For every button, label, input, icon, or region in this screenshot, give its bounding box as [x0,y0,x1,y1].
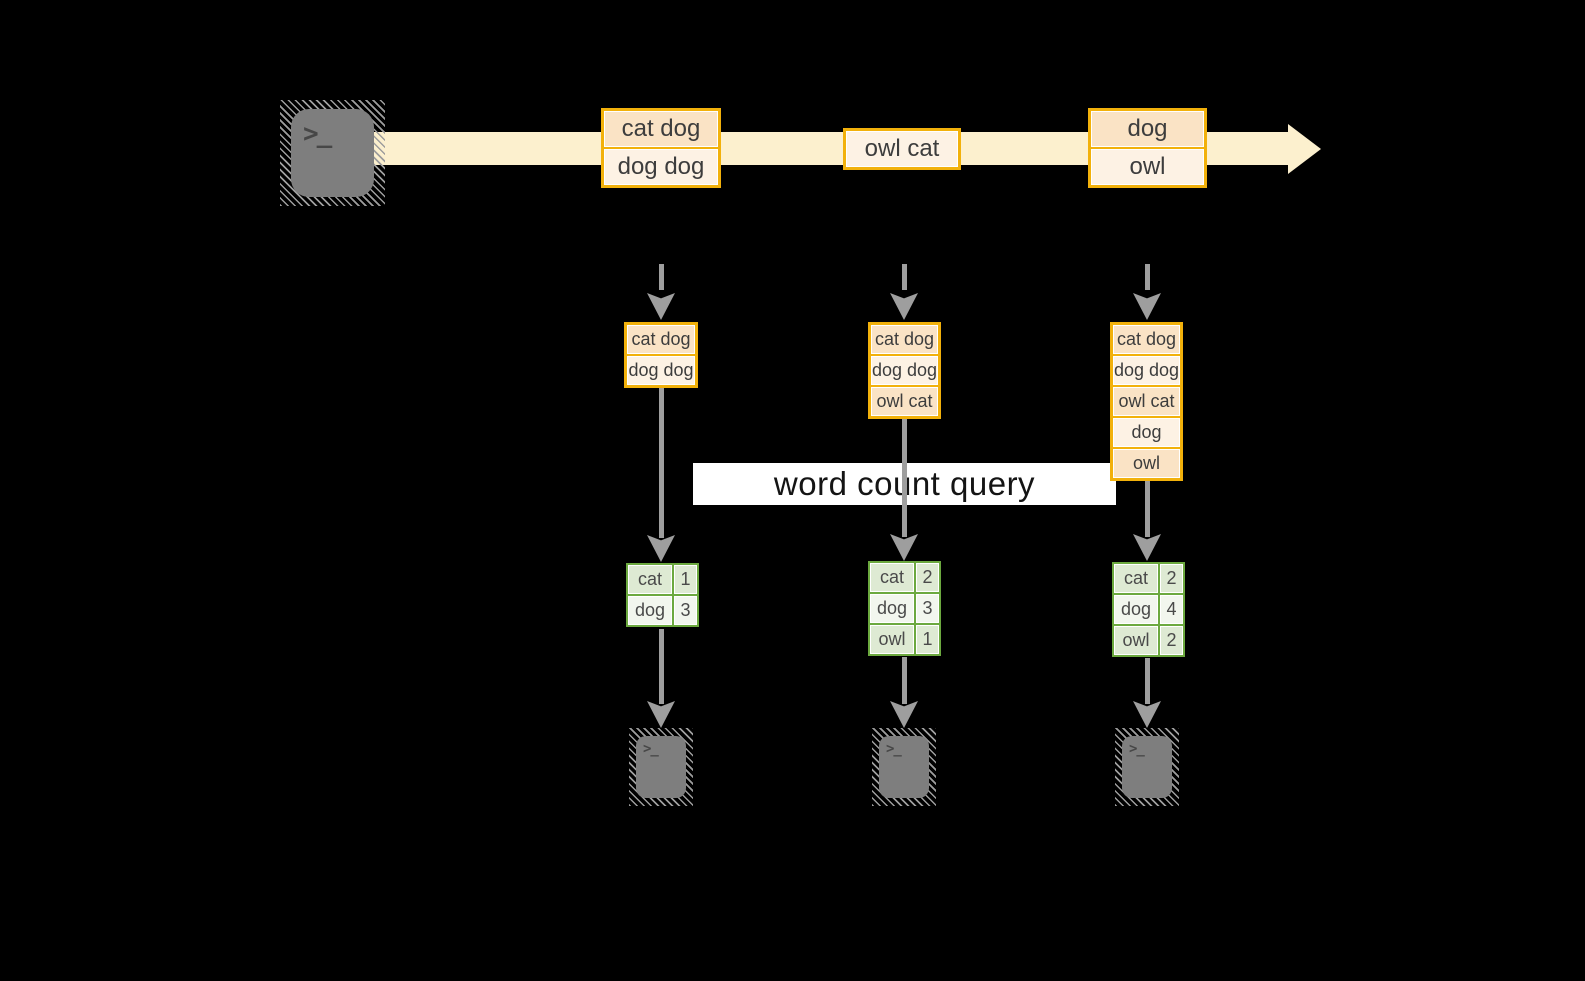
terminal-body: >_ [879,736,929,798]
record: cat dog [604,111,718,147]
arrow-dash [1144,264,1150,290]
count-word: cat [628,565,672,594]
count-value: 3 [674,596,697,625]
stream-batch-1: cat dog dog dog [601,108,721,188]
terminal-prompt-icon: >_ [303,119,332,149]
count-word: dog [870,594,914,623]
terminal-body: >_ [291,109,374,197]
record: owl [1091,149,1204,185]
arrow-dash [901,264,907,290]
terminal-body: >_ [636,736,686,798]
arrow-line [1144,658,1150,704]
stream-batch-2: owl cat [843,128,961,170]
arrow-dash [658,264,664,290]
count-value: 2 [916,563,939,592]
arrow-head [1133,534,1161,561]
dashed-arrow-down-icon [647,258,675,320]
count-word: dog [1114,595,1158,624]
arrow-line [901,416,907,537]
buffered-records-stack-2: cat dog dog dog owl cat [868,322,941,419]
buffered-records-stack-1: cat dog dog dog [624,322,698,388]
arrow-head [890,534,918,561]
record: cat dog [1113,325,1180,354]
record: dog dog [627,356,695,385]
arrow-down-icon [647,629,675,728]
terminal-sink-icon: >_ [1115,728,1179,806]
record: dog [1091,111,1204,147]
count-value: 2 [1160,564,1183,593]
record: dog [1113,418,1180,447]
count-table-1: cat 1 dog 3 [626,563,699,627]
count-value: 3 [916,594,939,623]
count-value: 4 [1160,595,1183,624]
terminal-prompt-icon: >_ [886,741,902,757]
stream-arrow-head-icon [1288,124,1321,174]
count-word: owl [1114,626,1158,655]
arrow-down-icon [890,416,918,561]
terminal-sink-icon: >_ [629,728,693,806]
arrow-line [658,629,664,704]
record: dog dog [604,149,718,185]
arrow-down-icon [1133,658,1161,728]
count-word: cat [1114,564,1158,593]
dashed-arrow-down-icon [1133,258,1161,320]
arrow-head [647,701,675,728]
arrow-line [1144,481,1150,537]
arrow-line [901,657,907,704]
arrow-line [658,386,664,538]
terminal-prompt-icon: >_ [1129,741,1145,757]
record: owl cat [871,387,938,416]
count-value: 1 [916,625,939,654]
arrow-head [647,293,675,320]
arrow-head [1133,701,1161,728]
count-word: owl [870,625,914,654]
terminal-sink-icon: >_ [872,728,936,806]
count-table-2: cat 2 dog 3 owl 1 [868,561,941,656]
record: owl cat [1113,387,1180,416]
record: cat dog [627,325,695,354]
count-value: 2 [1160,626,1183,655]
dashed-arrow-down-icon [890,258,918,320]
count-word: dog [628,596,672,625]
arrow-down-icon [890,657,918,728]
buffered-records-stack-3: cat dog dog dog owl cat dog owl [1110,322,1183,481]
arrow-head [1133,293,1161,320]
record: cat dog [871,325,938,354]
terminal-body: >_ [1122,736,1172,798]
record: owl [1113,449,1180,478]
record: owl cat [846,131,958,167]
count-word: cat [870,563,914,592]
arrow-head [647,535,675,562]
arrow-down-icon [647,386,675,562]
arrow-head [890,701,918,728]
terminal-source-icon: >_ [280,100,385,206]
count-table-3: cat 2 dog 4 owl 2 [1112,562,1185,657]
record: dog dog [871,356,938,385]
count-value: 1 [674,565,697,594]
record: dog dog [1113,356,1180,385]
terminal-prompt-icon: >_ [643,741,659,757]
stream-batch-3: dog owl [1088,108,1207,188]
arrow-down-icon [1133,481,1161,561]
arrow-head [890,293,918,320]
